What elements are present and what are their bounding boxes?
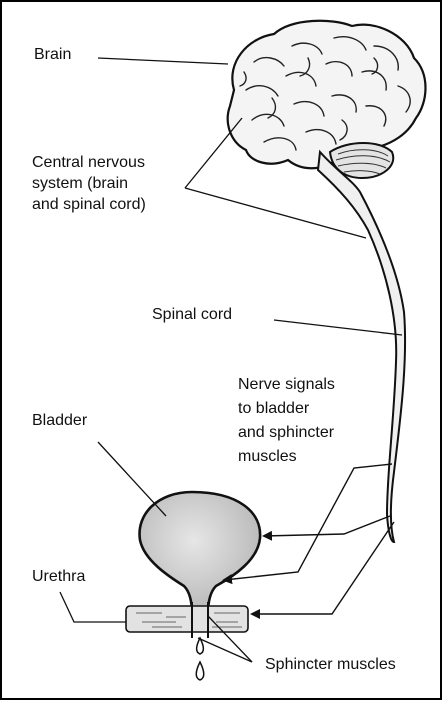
label-cns-line3: and spinal cord) xyxy=(32,194,146,216)
label-sphincter-muscles: Sphincter muscles xyxy=(265,654,396,676)
sphincter-band-illustration xyxy=(126,602,248,638)
spinal-cord-illustration xyxy=(318,152,405,542)
brain-illustration xyxy=(228,21,426,178)
label-nerve-line1: Nerve signals xyxy=(238,374,335,396)
bladder-leader xyxy=(98,442,166,516)
label-nerve-line3: and sphincter xyxy=(238,422,334,444)
label-bladder: Bladder xyxy=(32,410,87,432)
label-cns-line2: system (brain xyxy=(32,173,128,195)
urine-drops-illustration xyxy=(196,638,204,680)
spinal-cord-leader xyxy=(274,320,402,335)
bladder-illustration xyxy=(140,492,261,614)
brain-leader xyxy=(98,58,228,64)
label-spinal-cord: Spinal cord xyxy=(152,304,232,326)
label-nerve-line4: muscles xyxy=(238,446,297,468)
label-nerve-line2: to bladder xyxy=(238,398,309,420)
urethra-leader xyxy=(60,592,126,622)
cns-leader-cord xyxy=(185,188,366,238)
label-cns-line1: Central nervous xyxy=(32,152,145,174)
label-brain: Brain xyxy=(34,44,71,66)
cns-leader-brain xyxy=(185,118,242,188)
sphincter-leader-lower xyxy=(198,638,252,662)
label-urethra: Urethra xyxy=(32,566,85,588)
